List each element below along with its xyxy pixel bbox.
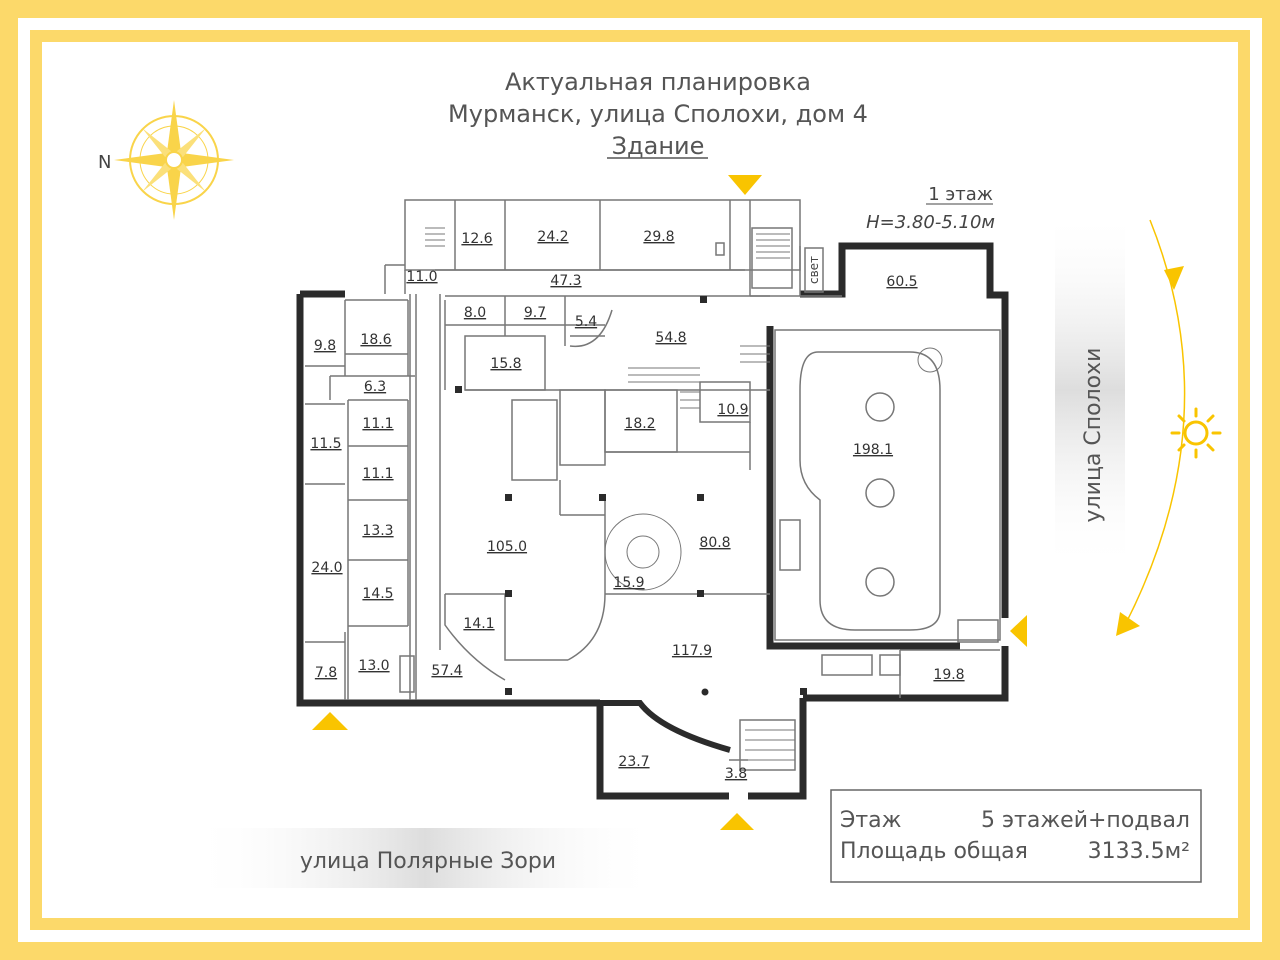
room-label: 13.3 bbox=[362, 523, 393, 539]
west-wing bbox=[305, 294, 446, 700]
room-label: 18.2 bbox=[624, 416, 655, 432]
room-label: 15.8 bbox=[490, 356, 521, 372]
room-label: 8.0 bbox=[464, 305, 486, 321]
room-label: 10.9 bbox=[717, 402, 748, 418]
header-line-1: Актуальная планировка bbox=[505, 68, 811, 96]
compass-rose-icon bbox=[114, 100, 234, 220]
central-rooms bbox=[445, 295, 770, 481]
room-label: 47.3 bbox=[550, 273, 581, 289]
room-label: 14.5 bbox=[362, 586, 393, 602]
room-label: 60.5 bbox=[886, 274, 917, 290]
north-wing bbox=[384, 199, 842, 297]
room-label: 6.3 bbox=[364, 379, 386, 395]
room-label: 11.1 bbox=[362, 416, 393, 432]
street-right-band bbox=[1055, 210, 1125, 570]
header-line-3: Здание bbox=[612, 132, 705, 160]
room-label: 57.4 bbox=[431, 663, 462, 679]
room-label: 15.9 bbox=[613, 575, 644, 591]
svet-label: свет bbox=[807, 256, 821, 284]
room-label: 3.8 bbox=[725, 766, 747, 782]
street-right-label: улица Сполохи bbox=[1081, 348, 1106, 523]
info-floors-value: 5 этажей+подвал bbox=[981, 808, 1190, 833]
room-label: 18.6 bbox=[360, 332, 391, 348]
rink-hall bbox=[774, 329, 1001, 698]
room-label: 198.1 bbox=[853, 442, 893, 458]
room-label: 11.5 bbox=[310, 436, 341, 452]
canvas bbox=[42, 42, 1238, 918]
floor-height: H=3.80-5.10м bbox=[866, 212, 995, 233]
street-bottom-band bbox=[190, 828, 660, 888]
info-area-label: Площадь общая bbox=[840, 839, 1028, 864]
room-label: 117.9 bbox=[672, 643, 712, 659]
room-label: 9.8 bbox=[314, 338, 336, 354]
room-label: 80.8 bbox=[699, 535, 730, 551]
entrance-south-icon bbox=[720, 813, 754, 830]
room-label: 13.0 bbox=[358, 658, 389, 674]
sun-path-arrow-top-icon bbox=[1164, 266, 1184, 290]
room-label: 14.1 bbox=[463, 616, 494, 632]
floor-name: 1 этаж bbox=[928, 184, 993, 205]
street-bottom-label: улица Полярные Зори bbox=[300, 849, 556, 874]
room-label: 24.2 bbox=[537, 229, 568, 245]
north-label: N bbox=[98, 152, 111, 173]
room-labels: 12.6 24.2 29.8 11.0 47.3 60.5 9.8 18.6 8… bbox=[310, 229, 964, 782]
exterior-walls bbox=[296, 242, 1009, 800]
info-area-value: 3133.5м² bbox=[1088, 839, 1190, 864]
entrance-southwest-icon bbox=[312, 712, 348, 730]
room-label: 105.0 bbox=[487, 539, 527, 555]
room-label: 5.4 bbox=[575, 314, 597, 330]
room-label: 9.7 bbox=[524, 305, 546, 321]
room-label: 11.0 bbox=[406, 269, 437, 285]
floor-plan bbox=[296, 199, 1009, 800]
main-halls bbox=[444, 480, 796, 771]
entrance-north-icon bbox=[728, 175, 762, 195]
sun-icon bbox=[1170, 407, 1222, 459]
room-label: 29.8 bbox=[643, 229, 674, 245]
info-floors-label: Этаж bbox=[840, 808, 902, 833]
room-label: 12.6 bbox=[461, 231, 492, 247]
room-label: 23.7 bbox=[618, 754, 649, 770]
sun-path-arrow-bottom-icon bbox=[1116, 612, 1140, 636]
room-label: 19.8 bbox=[933, 667, 964, 683]
entrance-east-icon bbox=[1010, 615, 1027, 647]
columns bbox=[455, 296, 807, 696]
info-box bbox=[830, 789, 1202, 883]
room-label: 7.8 bbox=[315, 665, 337, 681]
room-label: 54.8 bbox=[655, 330, 686, 346]
room-label: 11.1 bbox=[362, 466, 393, 482]
header-line-2: Мурманск, улица Сполохи, дом 4 bbox=[448, 100, 868, 128]
room-label: 24.0 bbox=[311, 560, 342, 576]
